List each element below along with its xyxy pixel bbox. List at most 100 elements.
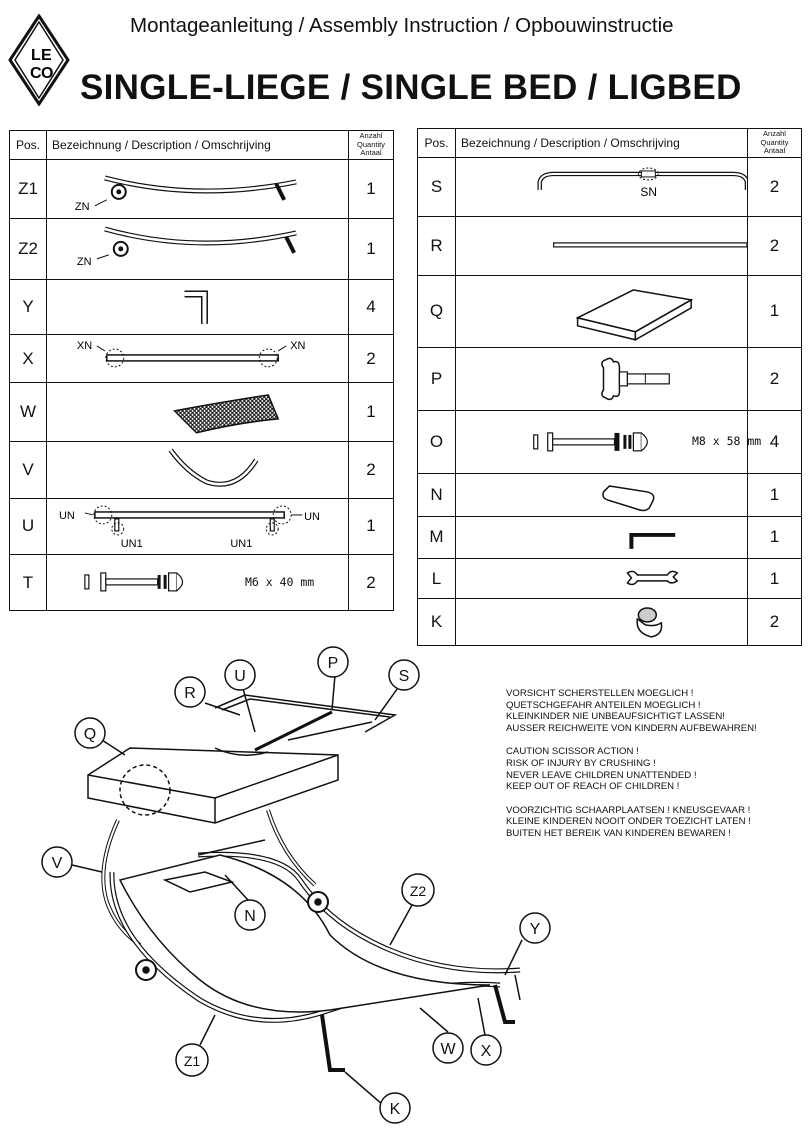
part-quantity: 2 [747, 215, 802, 276]
mesh-fabric-icon [173, 394, 280, 434]
table-row: W 1 [9, 382, 394, 443]
table-row: N 1 [417, 472, 802, 517]
foot-cap-icon [636, 607, 663, 639]
warning-line: BUITEN HET BEREIK VAN KINDEREN BEWAREN ! [506, 827, 731, 839]
bent-canopy-bar-icon: SN [537, 167, 747, 199]
part-position: N [417, 472, 456, 517]
part-image-cell [455, 274, 748, 349]
part-position: W [9, 382, 47, 443]
part-quantity: 1 [348, 382, 394, 443]
part-image-cell: ZN [46, 217, 349, 280]
quantity-header-en: Quantity [760, 137, 789, 147]
parts-table-left: Pos. Bezeichnung / Description / Omschri… [9, 130, 394, 612]
part-position: Z1 [9, 159, 47, 219]
canopy-panel-icon [575, 288, 694, 341]
description-header: Bezeichnung / Description / Omschrijving [455, 128, 748, 158]
callout-label: UN1 [121, 538, 143, 550]
callout-label: UN1 [230, 538, 252, 550]
quantity-header-nl: Antaal [763, 146, 786, 156]
part-image-cell [455, 515, 748, 559]
part-quantity: 1 [747, 557, 802, 600]
document-subtitle: Montageanleitung / Assembly Instruction … [130, 14, 674, 37]
logo-letter: L [31, 47, 41, 64]
part-position: K [417, 598, 456, 647]
part-quantity: 2 [348, 553, 394, 612]
part-image-cell: SN [455, 157, 748, 217]
part-image-cell: ZN [46, 159, 349, 219]
part-image-cell [455, 215, 748, 276]
logo-letter: O [41, 65, 53, 82]
warning-line: RISK OF INJURY BY CRUSHING ! [506, 757, 656, 769]
table-row: M 1 [417, 515, 802, 559]
pos-header: Pos. [9, 130, 47, 160]
part-image-cell [455, 472, 748, 517]
callout-label: XN [77, 340, 92, 352]
part-image-cell [46, 441, 349, 499]
assembly-label: Z1 [184, 1053, 201, 1069]
part-position: Y [9, 278, 47, 336]
bolt-spec: M6 x 40 mm [245, 574, 315, 589]
callout-label: ZN [75, 201, 90, 213]
part-quantity: 2 [747, 157, 802, 217]
assembly-label: P [328, 655, 339, 672]
part-quantity: 2 [747, 598, 802, 647]
warning-block-de: VORSICHT SCHERSTELLEN MOEGLICH ! QUETSCH… [506, 688, 806, 734]
part-position: S [417, 157, 456, 217]
assembly-label: X [481, 1043, 492, 1060]
allen-key-icon [629, 532, 676, 549]
part-position: M [417, 515, 456, 559]
cross-bar-with-brackets-icon: UN UN UN1 UN1 [59, 505, 320, 550]
part-image-cell: UN UN UN1 UN1 [46, 497, 349, 555]
leco-logo: L E C O [8, 14, 70, 106]
table-header-row: Pos. Bezeichnung / Description / Omschri… [417, 128, 802, 158]
assembly-label: Y [530, 921, 541, 938]
part-quantity: 1 [348, 159, 394, 219]
bolt-washer-nut-icon [84, 572, 184, 592]
part-position: V [9, 441, 47, 499]
part-quantity: 1 [348, 217, 394, 280]
assembly-label: Z2 [410, 883, 427, 899]
callout-label: XN [290, 340, 305, 352]
table-row: S SN 2 [417, 157, 802, 217]
table-row: X XN XN 2 [9, 334, 394, 384]
part-image-cell: M8 x 58 mm [455, 410, 761, 474]
part-position: L [417, 557, 456, 600]
description-header: Bezeichnung / Description / Omschrijving [46, 130, 349, 160]
part-position: P [417, 347, 456, 412]
assembly-label: N [244, 908, 256, 925]
part-image-cell: XN XN [46, 334, 349, 384]
part-quantity: 4 [348, 278, 394, 336]
callout-label: UN [59, 510, 75, 522]
bolt-spec: M8 x 58 mm [692, 434, 762, 449]
logo-letter: C [30, 65, 42, 82]
table-row: Z1 ZN 1 [9, 159, 394, 219]
callout-label: UN [304, 511, 320, 523]
assembly-label: U [234, 668, 246, 685]
curved-side-frame-with-wheel-icon: ZN [75, 175, 297, 213]
callout-label: ZN [77, 256, 92, 268]
l-shaped-foot-icon [184, 290, 208, 324]
part-quantity: 1 [747, 472, 802, 517]
warning-line: AUSSER REICHWEITE VON KINDERN AUFBEWAHRE… [506, 722, 757, 734]
part-image-cell [46, 382, 349, 443]
part-position: T [9, 553, 47, 612]
curved-arm-icon [168, 448, 259, 487]
assembly-label: Q [84, 726, 96, 743]
table-row: Q 1 [417, 274, 802, 349]
warning-line: NEVER LEAVE CHILDREN UNATTENDED ! [506, 769, 697, 781]
part-position: R [417, 215, 456, 276]
part-position: Q [417, 274, 456, 349]
quantity-header-en: Quantity [357, 139, 385, 149]
part-quantity: 1 [747, 274, 802, 349]
assembly-label: S [399, 668, 410, 685]
part-position: O [417, 410, 456, 474]
part-quantity: 4 [747, 410, 802, 474]
table-row: V 2 [9, 441, 394, 499]
assembly-label: K [390, 1101, 401, 1118]
warning-line: VORSICHT SCHERSTELLEN MOEGLICH ! [506, 688, 694, 699]
part-position: X [9, 334, 47, 384]
table-row: T M6 x 40 mm 2 [9, 553, 394, 612]
pos-header: Pos. [417, 128, 456, 158]
quantity-header-de: Anzahl [359, 131, 383, 141]
